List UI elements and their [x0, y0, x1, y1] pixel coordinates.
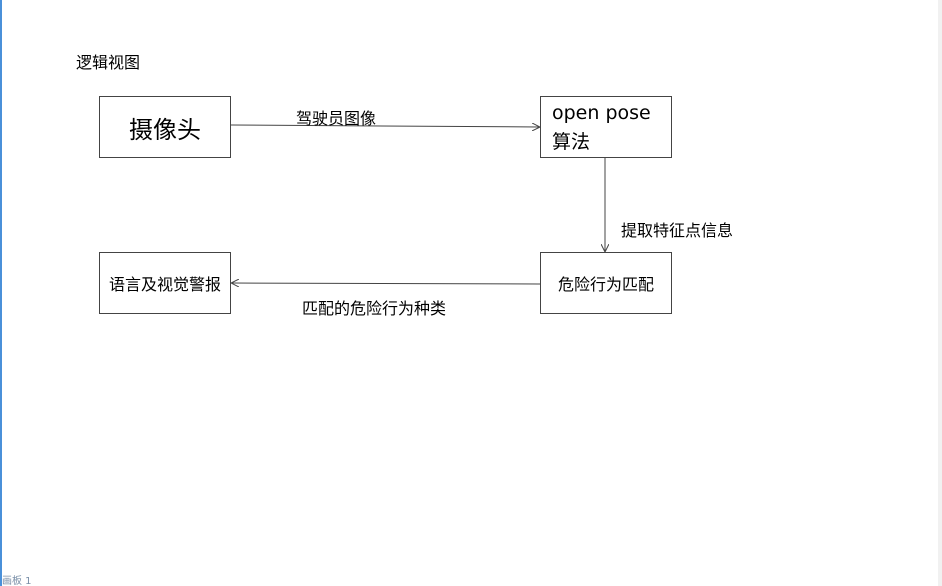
edge-label-extract-features: 提取特征点信息: [621, 221, 734, 240]
node-alert-label: 语言及视觉警报: [108, 275, 221, 294]
node-camera: 摄像头: [99, 96, 231, 158]
canvas-left-edge: [0, 0, 2, 586]
arrow-camera-to-openpose: [230, 125, 539, 127]
node-camera-label: 摄像头: [129, 115, 201, 144]
node-openpose-algorithm: open pose 算法: [540, 96, 672, 158]
node-audio-visual-alert: 语言及视觉警报: [99, 252, 231, 314]
edge-label-driver-image: 驾驶员图像: [296, 109, 377, 128]
arrow-match-to-alert: [232, 283, 541, 284]
diagram-title: 逻辑视图: [76, 53, 141, 72]
canvas-right-shade: [938, 0, 942, 586]
node-danger-behavior-match: 危险行为匹配: [540, 252, 672, 314]
node-openpose-label-line2: 算法: [552, 131, 591, 153]
artboard-label: 画板 1: [2, 576, 32, 586]
edge-label-behavior-types: 匹配的危险行为种类: [302, 299, 447, 318]
node-openpose-label-line1: open pose: [552, 102, 651, 124]
node-match-label: 危险行为匹配: [557, 275, 654, 294]
